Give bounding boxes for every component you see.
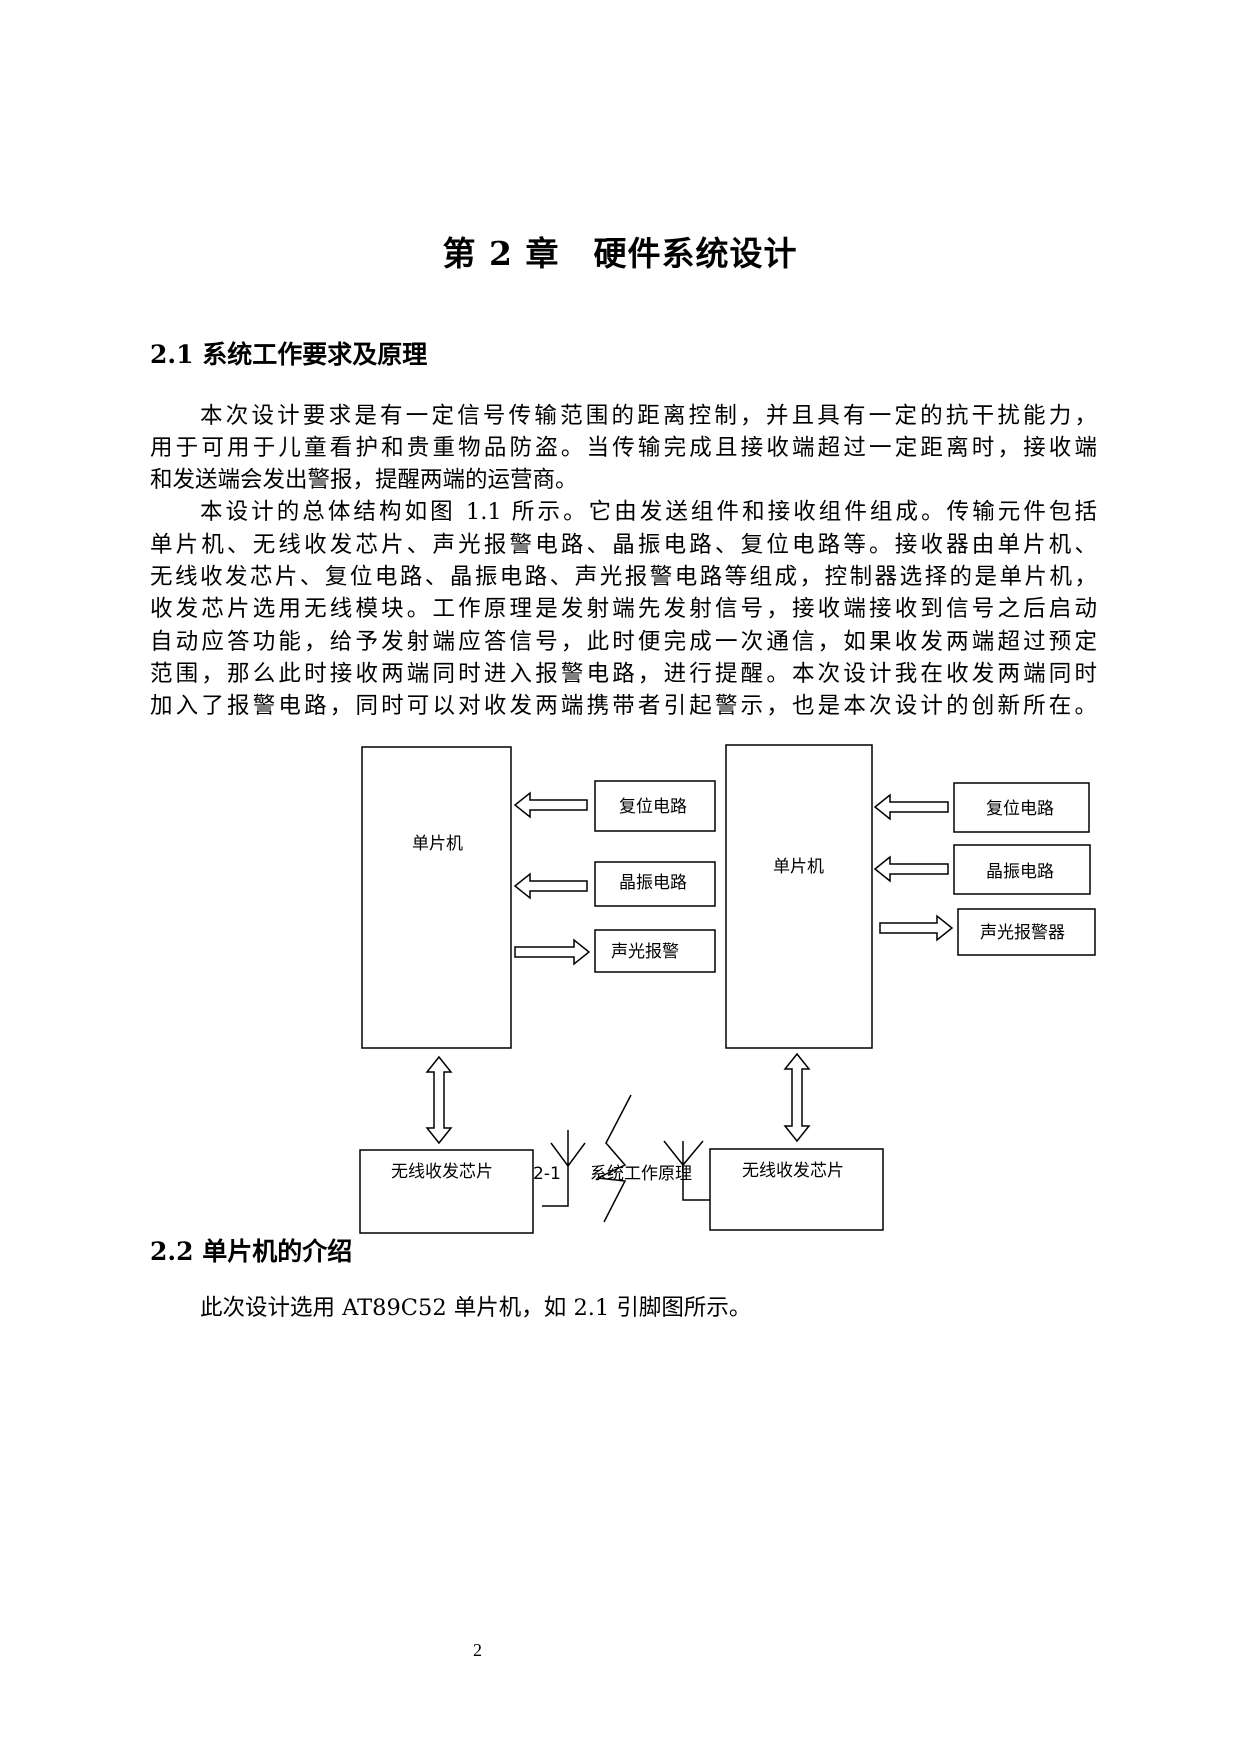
right-wireless-box: [709, 1148, 884, 1231]
right-mcu-label: 单片机: [773, 857, 824, 877]
arrow-right-icon: [514, 938, 591, 966]
left-wireless-label: 无线收发芯片: [391, 1162, 493, 1182]
antenna-icon: [542, 1130, 586, 1207]
paragraph-line: 范围，那么此时接收两端同时进入报警电路，进行提醒。本次设计我在收发两端同时: [150, 661, 1097, 687]
antenna-icon: [663, 1140, 710, 1201]
right-reset-label: 复位电路: [986, 799, 1054, 819]
left-wireless-box: [359, 1149, 534, 1234]
figure-caption-number: 2-1: [533, 1164, 561, 1184]
paragraph-line: 和发送端会发出警报，提醒两端的运营商。: [150, 467, 578, 493]
paragraph-line: 收发芯片选用无线模块。工作原理是发射端先发射信号，接收端接收到信号之后启动: [150, 596, 1097, 622]
arrow-left-icon: [873, 855, 949, 883]
right-mcu-box: [725, 744, 873, 1049]
paragraph-line: 自动应答功能，给予发射端应答信号，此时便完成一次通信，如果收发两端超过预定: [150, 629, 1097, 655]
arrow-right-icon: [879, 914, 954, 942]
left-reset-label: 复位电路: [619, 797, 687, 817]
page-number: 2: [473, 1640, 482, 1660]
paragraph-line: 本次设计要求是有一定信号传输范围的距离控制，并且具有一定的抗干扰能力，: [200, 403, 1097, 429]
section-heading-2-2: 2.2 单片机的介绍: [150, 1237, 353, 1266]
left-alarm-label: 声光报警: [611, 942, 679, 962]
right-crystal-box: [953, 844, 1091, 895]
paragraph-line: 用于可用于儿童看护和贵重物品防盗。当传输完成且接收端超过一定距离时，接收端: [150, 435, 1097, 461]
paragraph-line: 无线收发芯片、复位电路、晶振电路、声光报警电路等组成，控制器选择的是单片机，: [150, 564, 1097, 590]
section-heading-2-1: 2.1 系统工作要求及原理: [150, 340, 428, 369]
paragraph-line: 本设计的总体结构如图 1.1 所示。它由发送组件和接收组件组成。传输元件包括: [200, 499, 1097, 525]
right-alarm-label: 声光报警器: [980, 923, 1065, 943]
arrow-left-icon: [513, 791, 588, 819]
double-arrow-vertical-icon: [783, 1052, 811, 1143]
paragraph-line: 单片机、无线收发芯片、声光报警电路、晶振电路、复位电路等。接收器由单片机、: [150, 532, 1097, 558]
left-reset-box: [594, 780, 716, 832]
right-crystal-label: 晶振电路: [986, 862, 1054, 882]
right-reset-box: [953, 782, 1090, 833]
left-crystal-box: [594, 861, 716, 907]
arrow-left-icon: [513, 872, 588, 900]
double-arrow-vertical-icon: [425, 1055, 453, 1145]
paragraph-line: 加入了报警电路，同时可以对收发两端携带者引起警示，也是本次设计的创新所在。: [150, 693, 1097, 719]
chapter-title: 第 2 章 硬件系统设计: [442, 234, 798, 273]
wireless-signal-icon: [595, 1094, 632, 1223]
left-mcu-box: [361, 746, 512, 1049]
left-crystal-label: 晶振电路: [619, 873, 687, 893]
right-wireless-label: 无线收发芯片: [742, 1161, 844, 1181]
left-mcu-label: 单片机: [412, 834, 463, 854]
left-alarm-box: [594, 929, 716, 973]
arrow-left-icon: [873, 793, 949, 821]
paragraph-line: 此次设计选用 AT89C52 单片机，如 2.1 引脚图所示。: [200, 1295, 752, 1321]
right-alarm-box: [957, 908, 1096, 956]
